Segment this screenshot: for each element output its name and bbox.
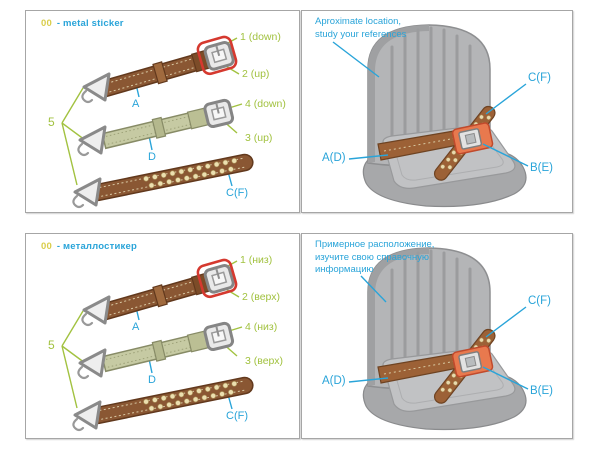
callout-seat-cf: C(F) (528, 295, 551, 307)
callout-seat-be: B(E) (530, 385, 553, 397)
callout-buckle2-down: 4 (down) (245, 98, 286, 110)
parts-header: 00 - metal sticker (41, 18, 124, 29)
part-code: 00 (41, 18, 52, 29)
callout-buckle2-up: 3 (верх) (245, 355, 284, 367)
label-fittings: 5 (48, 338, 55, 352)
part-code: 00 (41, 241, 52, 252)
callout-buckle-up: 2 (up) (242, 68, 270, 80)
label-fittings: 5 (48, 115, 55, 129)
label-strap-cf: C(F) (226, 410, 248, 422)
seat-illustration (332, 23, 530, 208)
callout-buckle-up: 2 (верх) (242, 291, 281, 303)
part-code-label: - metal sticker (56, 18, 124, 29)
callout-buckle2-up: 3 (up) (245, 132, 273, 144)
label-strap-d: D (148, 374, 156, 386)
placement-note: Aproximate location, study your referenc… (315, 16, 407, 40)
label-strap-d: D (148, 151, 156, 163)
label-strap-cf: C(F) (226, 187, 248, 199)
parts-header: 00 - металлостикер (41, 241, 137, 252)
placement-panel-english: Aproximate location, study your referenc… (301, 10, 573, 213)
callout-seat-cf: C(F) (528, 72, 551, 84)
parts-panel-russian: 00 - металлостикер 1 (низ) 2 (верх) 4 (н… (25, 233, 300, 439)
placement-panel-russian: Примерное расположение, изучите свою спр… (301, 233, 573, 439)
label-strap-a: A (132, 98, 140, 110)
part-code-label: - металлостикер (56, 241, 137, 252)
callout-seat-ad: A(D) (322, 152, 346, 164)
callout-seat-ad: A(D) (322, 375, 346, 387)
callout-buckle-down: 1 (down) (240, 31, 281, 43)
callout-buckle2-down: 4 (низ) (245, 321, 278, 333)
callout-seat-be: B(E) (530, 162, 553, 174)
callout-buckle-down: 1 (низ) (240, 254, 273, 266)
placement-note: Примерное расположение, изучите свою спр… (315, 239, 435, 276)
parts-panel-english: 00 - metal sticker 1 (down) 2 (up) 4 (do… (25, 10, 300, 213)
label-strap-a: A (132, 321, 140, 333)
seat-illustration (347, 246, 530, 431)
